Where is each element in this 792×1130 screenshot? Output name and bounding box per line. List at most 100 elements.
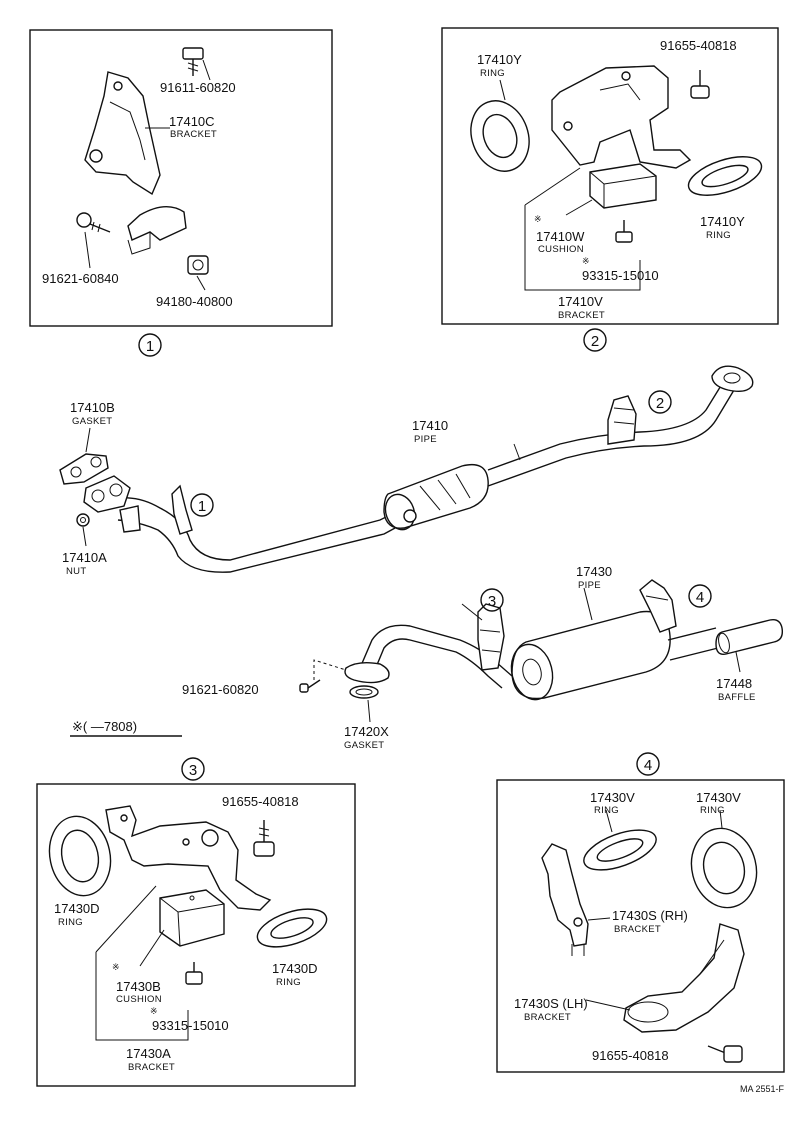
gasket-17420x-drawing [349,685,379,699]
part-number: 94180-40800 [156,294,233,309]
drawing-code: MA 2551-F [740,1084,785,1094]
bolt-icon [707,1045,743,1063]
part-number: 91611-60820 [160,80,236,95]
part-number: 17448 [716,676,752,691]
cushion-17430b-drawing [159,889,225,947]
part-name: CUSHION [538,244,584,255]
ring-17410y-drawing [470,100,530,172]
part-number: 17410W [536,229,585,244]
callout-number: 4 [696,589,704,606]
bolt-icon [182,47,204,76]
part-number: 17410B [70,400,115,415]
part-number: 17410V [558,294,603,309]
part-name: BAFFLE [718,692,756,703]
bracket-hole [89,149,103,163]
box-4: 4 17430V RING 17430V RING [496,752,785,1073]
part-name: CUSHION [116,994,162,1005]
box-2: 17410Y RING 91655-40818 17410Y RING ※ 17… [441,27,779,352]
callout-circle [181,757,205,781]
part-number: 17420X [344,724,389,739]
callout-circle [480,588,504,612]
part-number: 91621-60840 [42,271,119,286]
part-number: 91655-40818 [660,38,737,53]
box-4-frame [496,779,785,1073]
part-number: 17430S (LH) [514,996,588,1011]
part-name: RING [706,230,731,241]
callout-number: 2 [591,333,599,350]
converter-drawing [383,463,489,531]
gasket-17410b-drawing [59,453,109,485]
part-number: 93315-15010 [152,1018,229,1033]
part-name: GASKET [344,740,384,751]
callout-circle [688,584,712,608]
bracket-17430a-drawing [105,805,272,911]
asterisk-mark: ※ [112,962,120,972]
bolt-icon [76,212,111,233]
box-3: 3 [36,757,356,1087]
callout-circle [138,333,162,357]
callout-circle [648,390,672,414]
muffler-drawing [510,610,671,701]
front-pipe-17410-drawing [117,497,421,561]
nut-icon [76,513,90,527]
ring-17430d-drawing [256,908,328,948]
part-name: RING [700,805,725,816]
part-number: 17430D [54,901,100,916]
part-name: RING [58,917,83,928]
bolt-icon [253,820,275,857]
part-number: 91655-40818 [222,794,299,809]
part-number: 17430S (RH) [612,908,688,923]
part-name: BRACKET [614,924,661,935]
ring-17430v-drawing [690,827,758,909]
part-number: 17430A [126,1046,171,1061]
part-name: PIPE [414,434,437,445]
part-number: 17410Y [477,52,522,67]
part-number: 17430D [272,961,318,976]
callout-circle [636,752,660,776]
part-number: 17410 [412,418,448,433]
callout-number: 4 [644,757,652,774]
part-name: RING [594,805,619,816]
bracket-17430s-rh-drawing [541,843,589,947]
asterisk-mark: ※ [582,256,590,266]
box-2-frame [441,27,779,325]
part-name: RING [480,68,505,79]
part-name: GASKET [72,416,112,427]
part-name: BRACKET [128,1062,175,1073]
bolt-icon [615,220,633,243]
ring-17410y-drawing [687,156,763,196]
bracket-17410v-drawing [551,65,692,169]
baffle-17448-drawing [715,618,784,655]
part-number: 17430 [576,564,612,579]
box-1-frame [29,29,333,327]
callout-circle [190,493,214,517]
front-pipe-assembly [59,365,754,573]
callout-number: 1 [198,498,206,515]
nut-icon [187,255,209,275]
ring-17430d-drawing [48,815,112,897]
part-name: PIPE [578,580,601,591]
part-name: NUT [66,566,86,577]
callout-circle [583,328,607,352]
bracket-17430s-lh-drawing [623,923,745,1033]
part-name: BRACKET [524,1012,571,1023]
bracket-17410c-drawing [84,71,161,196]
part-number: 17430B [116,979,161,994]
clamp-drawing [127,206,187,241]
part-number: 17430V [590,790,635,805]
part-name: BRACKET [170,129,217,140]
bracket-hole [113,81,123,91]
asterisk-mark: ※ [150,1006,158,1016]
part-number: 91655-40818 [592,1048,669,1063]
part-number: 17410Y [700,214,745,229]
callout-number: 3 [189,762,197,779]
part-name: BRACKET [558,310,605,321]
box-3-frame [36,783,356,1087]
part-number: 17410A [62,550,107,565]
bolt-icon [299,679,321,693]
ring-17430v-drawing [583,829,657,871]
bolt-icon [185,962,203,985]
callout-number: 3 [488,593,496,610]
